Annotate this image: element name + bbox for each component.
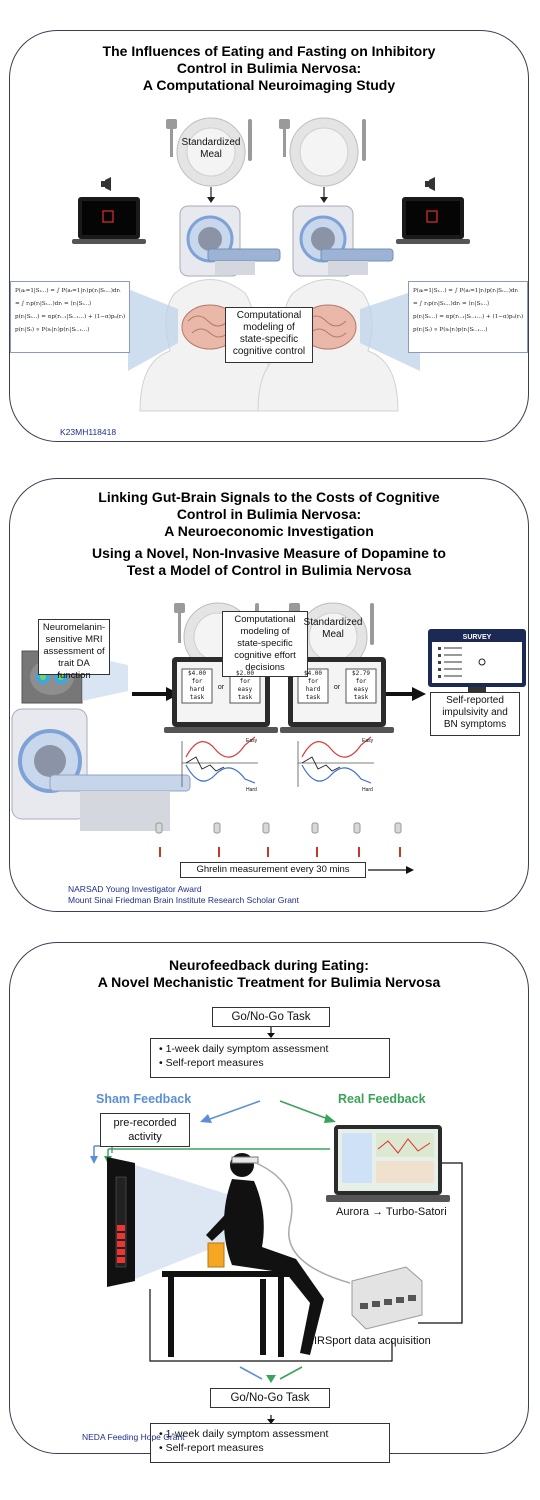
- graph-easy-label: Easy: [246, 738, 258, 744]
- neuromelanin-mri-box: Neuromelanin- sensitive MRI assessment o…: [38, 619, 110, 681]
- assessment-list-top: 1-week daily symptom assessment Self-rep…: [150, 1038, 390, 1078]
- panel1-title: The Influences of Eating and Fasting on …: [10, 43, 528, 94]
- formula-line: p(rₜ|Sₜ...) = αp(rₜ₋₁|Sₜ₋₁...) + (1−α)p₀…: [15, 314, 126, 320]
- assessment-item: 1-week daily symptom assessment: [159, 1042, 381, 1056]
- panel2-title-line1: Linking Gut-Brain Signals to the Costs o…: [98, 489, 440, 505]
- go-nogo-task-bottom: Go/No-Go Task: [210, 1388, 330, 1408]
- formula-box-right: P(aₜ=1|Sₜ...) = ∫ P(aₜ=1|rₜ)p(rₜ|Sₜ...)d…: [408, 281, 528, 353]
- laptop1-hard-offer: $4.00 for hard task: [187, 670, 207, 701]
- panel1-title-line3: A Computational Neuroimaging Study: [142, 77, 396, 93]
- brain-icon: [181, 304, 239, 350]
- panel-study-1: The Influences of Eating and Fasting on …: [9, 30, 529, 442]
- panel1-illustration: [72, 117, 470, 412]
- meal-label: Standardized Meal: [303, 617, 363, 640]
- nirsport-device-icon: [351, 1266, 423, 1330]
- panel2-subtitle-line1: Using a Novel, Non-Invasive Measure of D…: [92, 545, 446, 561]
- mri-scanner-icon: [292, 205, 394, 277]
- mri-scanner-icon: [11, 708, 191, 831]
- aurora-turbo-satori-label: Aurora → Turbo-Satori: [336, 1206, 447, 1218]
- cup-icon: [207, 1242, 225, 1268]
- panel3-title: Neurofeedback during Eating: A Novel Mec…: [10, 957, 528, 991]
- panel2-title-line2: Control in Bulimia Nervosa:: [176, 506, 362, 522]
- nirsport-label: NIRSport data acquisition: [306, 1335, 431, 1347]
- laptop2-easy-offer: $2.79 for easy task: [351, 670, 371, 701]
- or-label: or: [217, 684, 225, 691]
- computational-modeling-box: Computational modeling of state-specific…: [225, 307, 313, 363]
- graph-easy-label: Easy: [362, 738, 374, 744]
- go-nogo-task-top: Go/No-Go Task: [212, 1007, 330, 1027]
- survey-title: SURVEY: [462, 634, 492, 641]
- assessment-item: Self-report measures: [159, 1441, 381, 1455]
- panel2-subtitle-line2: Test a Model of Control in Bulimia Nervo…: [126, 562, 412, 578]
- cutlery-icon: [166, 119, 366, 161]
- effort-graph: [181, 736, 258, 787]
- assessment-list-bottom: 1-week daily symptom assessment Self-rep…: [150, 1423, 390, 1463]
- graph-hard-label: Hard: [362, 787, 373, 793]
- panel3-title-line2: A Novel Mechanistic Treatment for Bulimi…: [97, 974, 441, 990]
- formula-line: p(rₜ|Sₜ...) = αp(rₜ₋₁|Sₜ₋₁...) + (1−α)p₀…: [413, 314, 524, 320]
- panel2-title: Linking Gut-Brain Signals to the Costs o…: [10, 489, 528, 540]
- formula-line: P(aₜ=1|Sₜ...) = ∫ P(aₜ=1|rₜ)p(rₜ|Sₜ...)d…: [413, 288, 519, 294]
- laptop-icon: [72, 177, 146, 244]
- laptop1-easy-offer: $2.00 for easy task: [235, 670, 255, 701]
- panel-study-2: Linking Gut-Brain Signals to the Costs o…: [9, 478, 529, 912]
- grant-label-2: NARSAD Young Investigator Award Mount Si…: [68, 884, 299, 906]
- formula-line: = ∫ rₜp(rₜ|Sₜ...)drₜ = ⟨rₜ|Sₜ...⟩: [15, 301, 92, 307]
- grant-label-3: NEDA Feeding Hope Grant: [82, 1432, 185, 1442]
- graph-hard-label: Hard: [246, 787, 257, 793]
- prerecorded-activity-box: pre-recorded activity: [100, 1113, 190, 1147]
- formula-line: = ∫ rₜp(rₜ|Sₜ...)drₜ = ⟨rₜ|Sₜ...⟩: [413, 301, 490, 307]
- panel2-title-line3: A Neuroeconomic Investigation: [164, 523, 374, 539]
- syringe-icon: [155, 822, 402, 834]
- panel3-title-line1: Neurofeedback during Eating:: [169, 957, 369, 973]
- grant-label-1: K23MH118418: [60, 427, 117, 437]
- assessment-item: Self-report measures: [159, 1056, 381, 1070]
- panel3-illustration: [90, 1027, 463, 1424]
- laptop2-hard-offer: $4.00 for hard task: [303, 670, 323, 701]
- mri-scanner-icon: [179, 205, 281, 277]
- ghrelin-box: Ghrelin measurement every 30 mins: [180, 862, 366, 878]
- effort-graph: [297, 736, 374, 787]
- formula-line: p(rₜ|Sₜ) ∝ P(sₜ|rₜ)p(rₜ|Sₜ₋₁...): [413, 327, 488, 333]
- real-feedback-label: Real Feedback: [338, 1092, 426, 1106]
- grant-line: NARSAD Young Investigator Award: [68, 884, 202, 894]
- formula-line: p(rₜ|Sₜ) ∝ P(sₜ|rₜ)p(rₜ|Sₜ₋₁...): [15, 327, 90, 333]
- panel2-subtitle: Using a Novel, Non-Invasive Measure of D…: [10, 545, 528, 579]
- formula-box-left: P(aₜ=1|Sₜ...) = ∫ P(aₜ=1|rₜ)p(rₜ|Sₜ...)d…: [10, 281, 130, 353]
- nirs-cap-icon: [231, 1156, 259, 1164]
- projection-cone: [128, 289, 178, 371]
- panel1-title-line1: The Influences of Eating and Fasting on …: [102, 43, 436, 59]
- grant-line: Mount Sinai Friedman Brain Institute Res…: [68, 895, 300, 905]
- assessment-item: 1-week daily symptom assessment: [159, 1427, 381, 1441]
- blood-tube-icon: [159, 847, 401, 857]
- sham-feedback-label: Sham Feedback: [96, 1092, 192, 1106]
- meal-label: Standardized Meal: [181, 137, 241, 160]
- panel1-title-line2: Control in Bulimia Nervosa:: [176, 60, 362, 76]
- laptop-icon: [326, 1125, 450, 1202]
- laptop-icon: [396, 177, 470, 244]
- or-label: or: [333, 684, 341, 691]
- feedback-screen-icon: [107, 1157, 135, 1287]
- survey-monitor-icon: [428, 629, 526, 693]
- panel2-illustration: [11, 602, 526, 874]
- computational-modeling-box: Computational modeling of state-specific…: [222, 611, 308, 677]
- projection-cone: [360, 289, 420, 371]
- self-report-box: Self-reported impulsivity and BN symptom…: [430, 692, 520, 736]
- formula-line: P(aₜ=1|Sₜ...) = ∫ P(aₜ=1|rₜ)p(rₜ|Sₜ...)d…: [15, 288, 121, 294]
- panel-study-3: Neurofeedback during Eating: A Novel Mec…: [9, 942, 529, 1463]
